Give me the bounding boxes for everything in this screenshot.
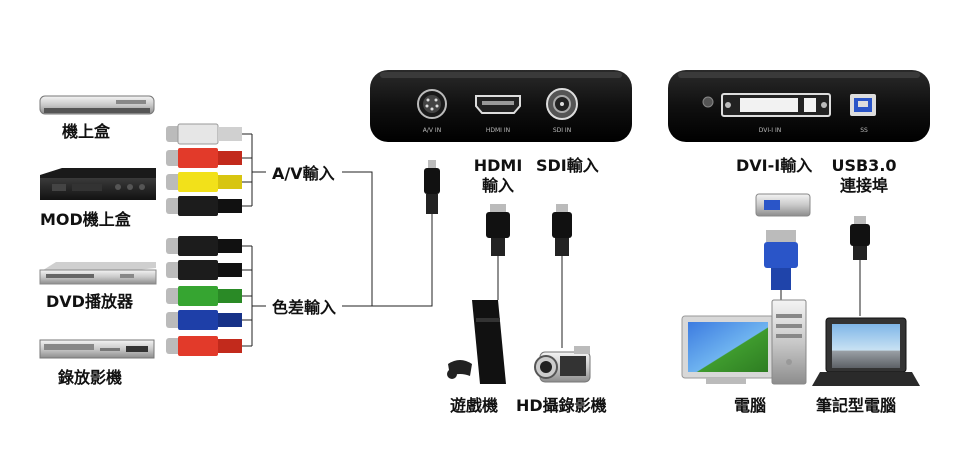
- capture-device-front: [370, 70, 632, 142]
- rca-cable-white: [166, 123, 242, 145]
- rca-cable-black-component: [166, 236, 242, 256]
- rca-cable-green: [166, 286, 242, 306]
- rca-cable-red-component: [166, 336, 242, 356]
- dvi-in-port: [721, 93, 831, 117]
- mod-settop-box-label: MOD機上盒: [40, 210, 131, 229]
- sdi-input-label: SDI輸入: [536, 156, 599, 175]
- vcr-icon: [39, 339, 155, 359]
- hd-camcorder-icon: [534, 346, 591, 383]
- usb-port-label: SS: [860, 127, 868, 134]
- mod-settop-box-icon: [40, 168, 156, 200]
- hdmi-input-label-line1: HDMI: [473, 156, 523, 175]
- dvi-in-port-label: DVI-I IN: [759, 127, 782, 134]
- rca-cable-yellow: [166, 172, 242, 192]
- settop-box-label: 機上盒: [62, 122, 111, 141]
- dvi-input-label: DVI-I輸入: [736, 156, 813, 175]
- dvd-player-icon: [39, 262, 157, 285]
- capture-device-back: [668, 70, 930, 142]
- settop-box-icon: [39, 95, 155, 115]
- dvi-vga-adapter: [755, 193, 811, 217]
- usb-port-group-label: USB3.0 連接埠: [826, 156, 902, 196]
- usb-cable-plug: [850, 216, 870, 260]
- hdmi-in-port: [475, 95, 521, 114]
- hdmi-input-label-line2: 輸入: [481, 176, 514, 195]
- vcr-label: 錄放影機: [58, 368, 123, 387]
- rca-cable-blue: [166, 310, 242, 330]
- game-console-icon: [447, 300, 506, 384]
- computer-label: 電腦: [734, 396, 767, 415]
- vga-cable-plug: [764, 230, 798, 290]
- usb-label-line1: USB3.0: [831, 156, 897, 175]
- sdi-in-port-label: SDI IN: [553, 127, 571, 134]
- av-cable-plug: [424, 160, 440, 214]
- hd-camcorder-label: HD攝錄影機: [516, 396, 607, 415]
- game-console-label: 遊戲機: [450, 396, 499, 415]
- usb3-port: [850, 94, 876, 116]
- hdmi-input-label: HDMI 輸入: [470, 156, 526, 196]
- component-input-label: 色差輸入: [272, 298, 337, 317]
- sdi-in-port: [546, 88, 578, 120]
- usb-label-line2: 連接埠: [839, 176, 888, 195]
- connection-lines: [342, 171, 433, 307]
- rca-cable-black: [166, 196, 242, 216]
- laptop-icon: [812, 317, 920, 386]
- sdi-cable-plug: [552, 204, 572, 256]
- hdmi-in-port-label: HDMI IN: [486, 127, 510, 134]
- av-cable-bracket: [242, 133, 266, 207]
- target-connection-lines: [497, 256, 861, 348]
- dvd-player-label: DVD播放器: [46, 292, 133, 311]
- rca-cable-black-component-2: [166, 260, 242, 280]
- component-cable-bracket: [242, 245, 266, 347]
- av-in-port-label: A/V IN: [423, 127, 441, 134]
- laptop-label: 筆記型電腦: [816, 396, 897, 415]
- av-input-label: A/V輸入: [272, 164, 335, 183]
- av-in-port: [417, 89, 447, 119]
- hdmi-cable-plug: [486, 204, 510, 256]
- desktop-computer-icon: [681, 299, 807, 385]
- rca-cable-red: [166, 148, 242, 168]
